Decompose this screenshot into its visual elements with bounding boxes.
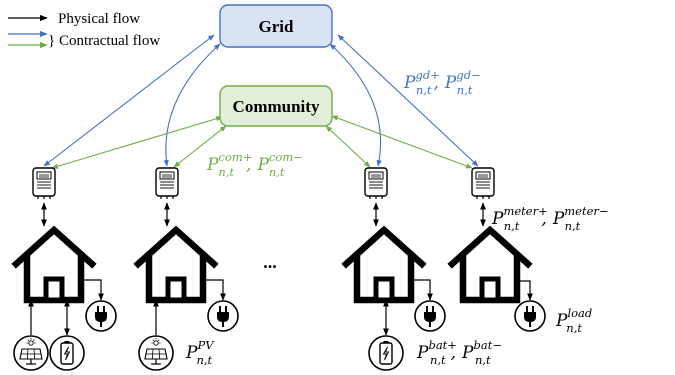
house-3-icon xyxy=(346,230,422,300)
meter-2-icon xyxy=(155,167,179,200)
grid-box xyxy=(219,4,333,48)
grid-flow-meter-2 xyxy=(163,43,221,167)
battery-annotation: Pbat+n,t,Pbat−n,t xyxy=(416,338,502,367)
house-4-icon xyxy=(452,230,528,300)
device-flows xyxy=(28,279,533,336)
community-box xyxy=(219,85,333,127)
legend: Physical flow } Contractual flow xyxy=(8,11,160,49)
plug-1-icon xyxy=(85,300,117,332)
community-flow-meter-1 xyxy=(51,116,223,169)
meter-flow-annotation: Pmeter+n,t,Pmeter−n,t xyxy=(491,204,609,233)
plug-4-icon xyxy=(514,300,546,332)
meter-house-flows xyxy=(41,202,486,227)
house-2-icon xyxy=(138,230,214,300)
load-house-3-flow xyxy=(414,279,433,301)
grid-label: Grid xyxy=(259,17,294,36)
load-house-1-flow xyxy=(84,279,104,301)
grid-node: Grid xyxy=(219,4,333,48)
community-label: Community xyxy=(233,97,320,116)
community-node: Community xyxy=(219,85,333,127)
battery-3-icon xyxy=(368,335,404,371)
pv-2-icon xyxy=(138,335,174,371)
grid-flow-meter-3 xyxy=(329,43,382,167)
load-house-4-flow xyxy=(517,280,533,301)
battery-1-icon xyxy=(49,335,85,371)
pv-1-icon xyxy=(13,335,49,371)
load-house-2-flow xyxy=(206,279,226,301)
plug-3-icon xyxy=(414,300,446,332)
community-contract-flows xyxy=(51,115,473,169)
meter-3-icon xyxy=(364,167,388,200)
community-flow-meter-2 xyxy=(173,125,227,168)
community-flow-annotation: Pcom+n,t,Pcom−n,t xyxy=(206,150,303,179)
legend-physical-label: Physical flow xyxy=(58,11,140,27)
meter-1-icon xyxy=(32,167,56,200)
grid-flow-annotation: Pgd+n,t,Pgd−n,t xyxy=(403,68,481,97)
house-1-icon xyxy=(16,230,92,300)
community-flow-meter-4 xyxy=(331,115,473,169)
plug-2-icon xyxy=(207,300,239,332)
ellipsis: ... xyxy=(263,252,277,272)
grid-flow-meter-4 xyxy=(337,34,479,167)
legend-contractual-label: } Contractual flow xyxy=(48,33,160,49)
community-flow-meter-3 xyxy=(325,125,371,168)
grid-flow-meter-1 xyxy=(43,34,215,167)
meter-4-icon xyxy=(471,167,495,200)
